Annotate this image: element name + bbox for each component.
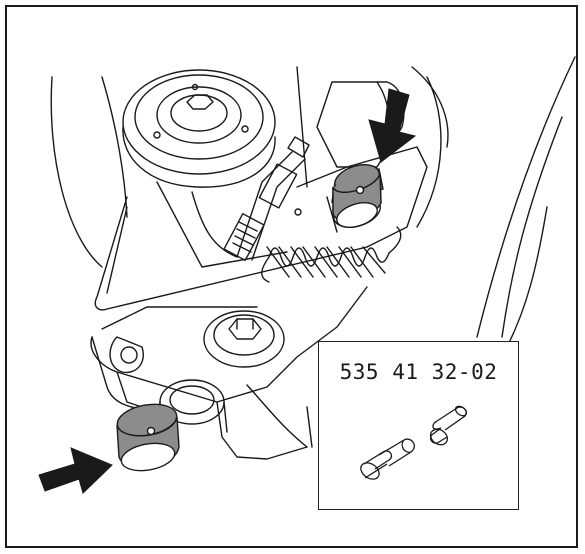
frame-outline	[506, 206, 548, 348]
bushing	[331, 164, 384, 229]
lower-plate	[216, 401, 308, 460]
arrow-right-icon	[38, 447, 113, 494]
frame-outline	[501, 116, 563, 338]
pivot-arm	[156, 181, 288, 268]
side-ear	[120, 346, 138, 364]
idler-pulley	[122, 69, 276, 188]
pivot-arm	[106, 206, 128, 294]
replacement-bushings	[360, 405, 468, 480]
lower-plate	[101, 306, 258, 330]
illustration-frame: 535 41 32-02	[5, 5, 578, 548]
mechanism-drawing	[38, 56, 576, 494]
arrow-down-icon	[368, 88, 417, 163]
frame-outline	[101, 76, 128, 218]
upper-plate	[296, 146, 428, 248]
frame-outline	[416, 76, 442, 228]
part-number: 535 41 32-02	[339, 360, 498, 384]
central-bolt	[203, 310, 285, 368]
upper-plate-hole	[294, 208, 302, 216]
pivot-arm	[191, 191, 238, 258]
adjuster-rod	[223, 136, 310, 261]
frame-outline	[411, 66, 449, 148]
frame-outline	[50, 76, 103, 268]
lower-plate	[306, 406, 313, 448]
tension-spring	[261, 226, 402, 283]
bushing-seat	[169, 385, 215, 415]
frame-outline	[476, 56, 576, 338]
lower-plate	[246, 384, 308, 448]
side-ear	[109, 336, 144, 374]
pivot-arm	[94, 196, 368, 311]
upper-plate	[326, 196, 338, 233]
small-bushing-part	[429, 405, 468, 446]
large-bushing-part	[360, 438, 415, 480]
part-inset: 535 41 32-02	[318, 341, 519, 510]
frame-outline	[296, 66, 308, 188]
lower-plate	[90, 286, 368, 403]
bushing	[116, 403, 180, 472]
